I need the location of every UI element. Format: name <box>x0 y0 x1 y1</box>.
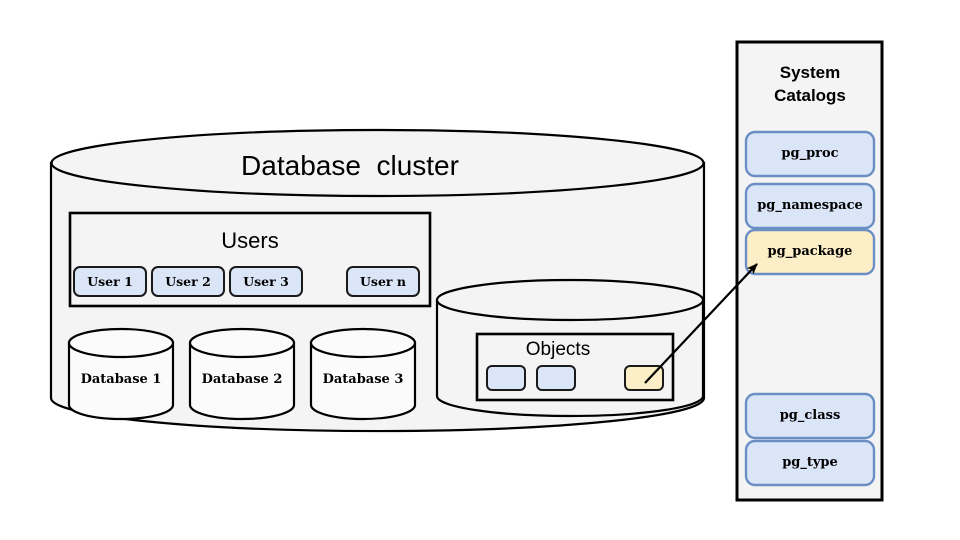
catalog-label-pg-class: pg_class <box>779 408 841 423</box>
catalog-label-pg-package: pg_package <box>767 244 853 259</box>
catalog-chip-pg-type[interactable] <box>744 439 876 487</box>
system-catalogs-title: System Catalogs <box>774 63 846 105</box>
object-chip-3-package[interactable] <box>624 365 664 391</box>
catalog-label-pg-namespace: pg_namespace <box>757 198 863 213</box>
database-cylinder-3[interactable] <box>309 327 417 421</box>
object-chip-2[interactable] <box>536 365 576 391</box>
database-label-3: Database 3 <box>322 372 404 387</box>
catalog-label-pg-proc: pg_proc <box>781 146 839 161</box>
catalog-chip-pg-proc[interactable] <box>744 130 876 178</box>
catalog-chip-pg-package[interactable] <box>744 228 876 276</box>
objects-group-title: Objects <box>525 339 591 360</box>
user-label-1: User 1 <box>87 274 133 289</box>
cluster-title: Database cluster <box>241 150 459 181</box>
user-label-n: User n <box>360 274 406 289</box>
database-label-1: Database 1 <box>80 372 162 387</box>
object-chip-1[interactable] <box>486 365 526 391</box>
user-chips <box>73 266 420 297</box>
users-group-title: Users <box>221 228 279 253</box>
object-chips <box>486 365 664 391</box>
object-to-pg-package-arrow <box>644 263 758 384</box>
database-cylinder-1[interactable] <box>67 327 175 421</box>
user-label-3: User 3 <box>243 274 289 289</box>
database-label-2: Database 2 <box>201 372 283 387</box>
user-chip-n[interactable] <box>346 266 420 297</box>
user-label-2: User 2 <box>165 274 211 289</box>
catalog-chip-pg-class[interactable] <box>744 392 876 440</box>
user-chip-2[interactable] <box>151 266 225 297</box>
database-cylinder-2[interactable] <box>188 327 296 421</box>
catalog-chip-pg-namespace[interactable] <box>744 182 876 230</box>
user-chip-3[interactable] <box>229 266 303 297</box>
catalog-label-pg-type: pg_type <box>782 455 838 470</box>
user-chip-1[interactable] <box>73 266 147 297</box>
